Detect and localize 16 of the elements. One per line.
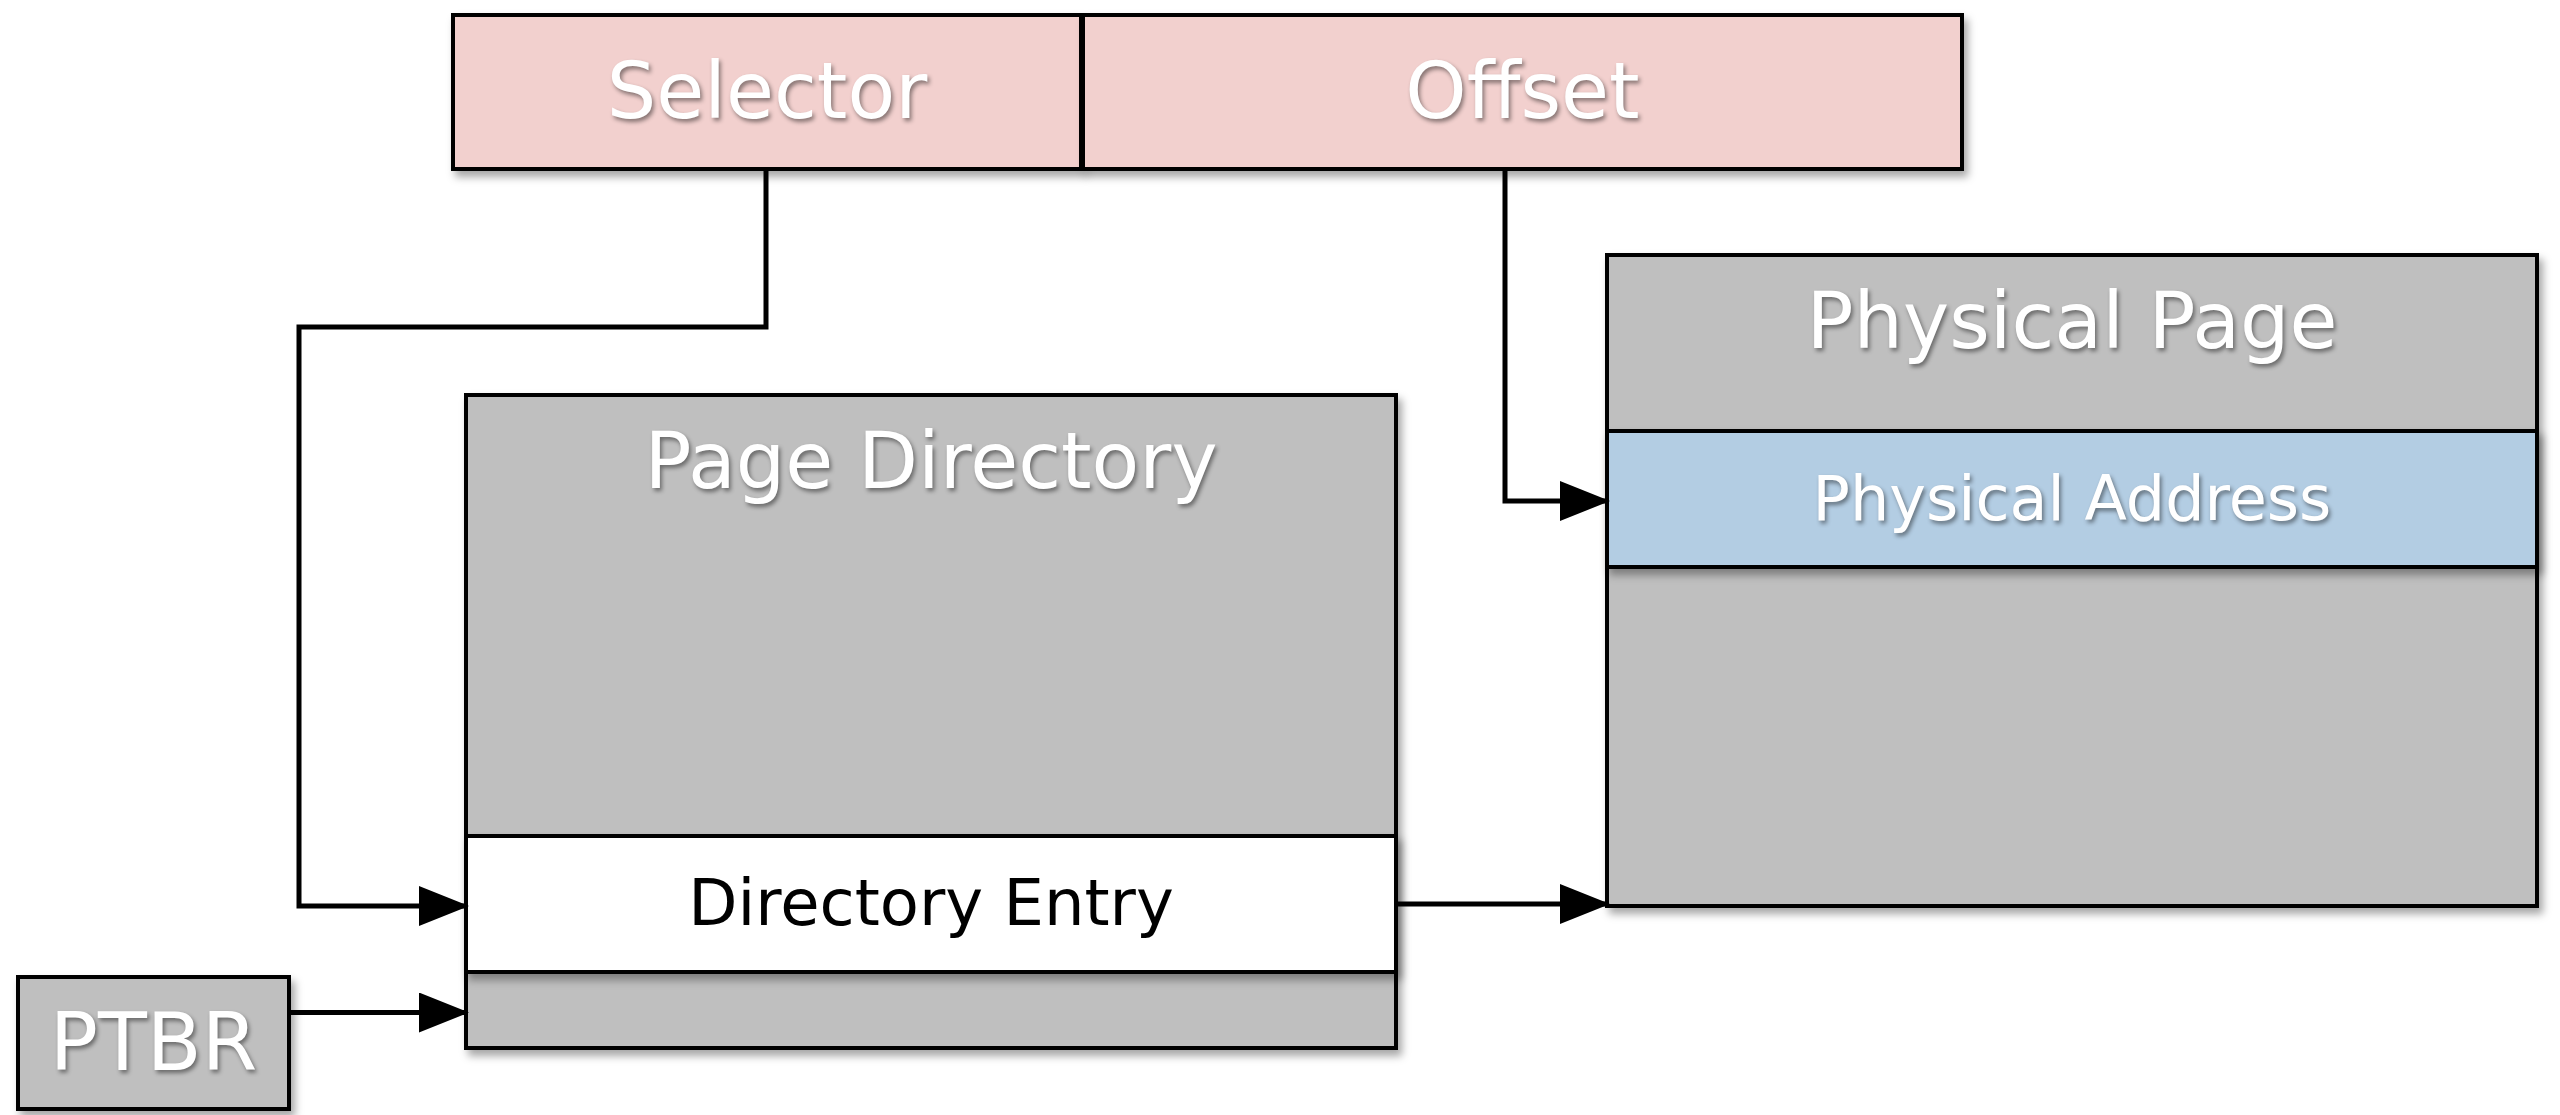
physical-page-box <box>1605 253 2539 908</box>
box-label: Physical Address <box>1812 463 2332 535</box>
box-label: PTBR <box>49 997 258 1089</box>
arrow <box>291 992 469 1033</box>
box-label: Page Directory <box>644 417 1218 507</box>
arrow <box>296 171 769 926</box>
box-label: Offset <box>1405 47 1640 137</box>
box-label: Directory Entry <box>688 867 1174 941</box>
page-directory-box <box>464 393 1398 1050</box>
arrow <box>1398 884 1610 924</box>
ptbr-register <box>16 975 291 1111</box>
selector-field <box>451 13 1083 171</box>
box-label: Selector <box>606 47 928 137</box>
offset-field <box>1081 13 1964 171</box>
box-label: Physical Page <box>1806 277 2338 367</box>
arrow <box>1502 171 1610 521</box>
